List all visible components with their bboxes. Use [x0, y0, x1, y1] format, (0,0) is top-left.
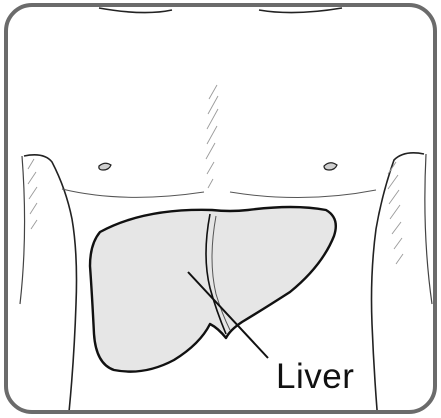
left-side-shading: [28, 159, 37, 229]
illustration-frame: Liver: [4, 3, 437, 414]
torso-left-arm: [20, 156, 25, 304]
liver-shape: [90, 207, 336, 372]
neck-right-line: [259, 8, 342, 13]
left-nipple: [99, 163, 111, 170]
sternum-shading: [206, 85, 218, 188]
left-chest-line: [62, 189, 204, 197]
right-nipple: [324, 163, 337, 170]
torso-left-side: [24, 155, 77, 414]
liver-label: Liver: [276, 359, 354, 394]
torso-illustration: [4, 4, 437, 414]
neck-left-line: [99, 8, 172, 13]
right-side-shading: [388, 162, 403, 264]
torso-right-arm: [425, 154, 432, 304]
right-chest-line: [230, 190, 376, 198]
